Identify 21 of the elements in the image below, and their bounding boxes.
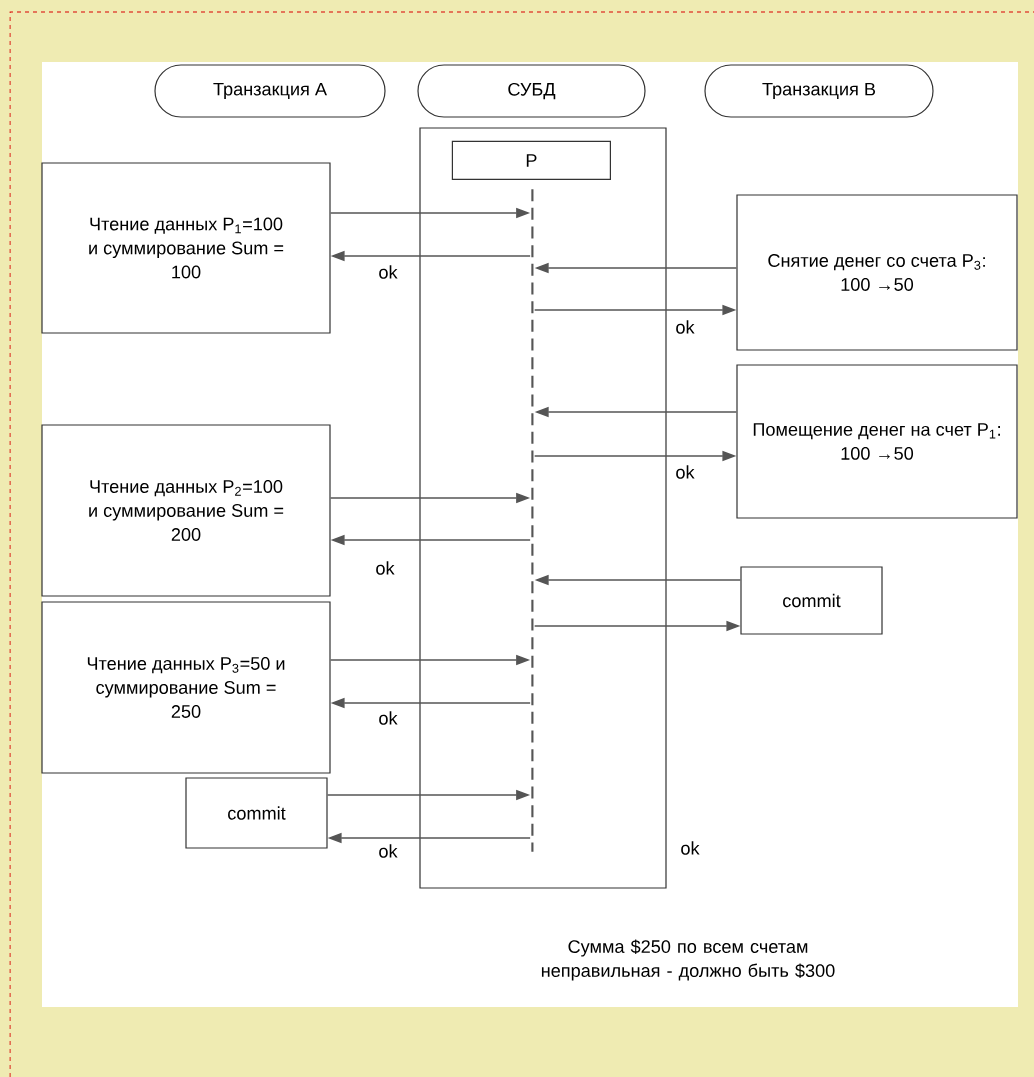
edge-label: ok <box>674 319 696 335</box>
lifeline <box>531 189 534 852</box>
lane-header: СУБД <box>417 64 646 118</box>
action-box: Чтение данных P$_{3}$=50 и суммирование Sum = 250 <box>41 601 331 774</box>
edge-label: ok <box>374 560 396 576</box>
edge-label: ok <box>674 464 696 480</box>
action-box: Помещение денег на счет P$_{1}$: 100 →50 <box>736 364 1018 519</box>
edge-label: ok <box>377 264 399 280</box>
lane-header: Транзакция A <box>154 64 386 118</box>
label-box: P <box>451 140 611 180</box>
note-text: Сумма $250 по всем счетам неправильная - должно быть $300 <box>541 939 835 981</box>
action-box: commit <box>185 777 328 849</box>
lane-header: Транзакция B <box>704 64 934 118</box>
edge-label: ok <box>377 710 399 726</box>
action-box: commit <box>740 566 883 635</box>
edge-label: ok <box>377 843 399 859</box>
ok-text: ok <box>681 841 700 855</box>
action-box: Чтение данных P$_{2}$=100 и суммирование Sum = 200 <box>41 424 331 597</box>
action-box: Снятие денег со счета P$_{3}$: 100 →50 <box>736 194 1018 351</box>
dbms-box <box>419 127 667 889</box>
action-box: Чтение данных P$_{1}$=100 и суммирование Sum = 100 <box>41 162 331 334</box>
